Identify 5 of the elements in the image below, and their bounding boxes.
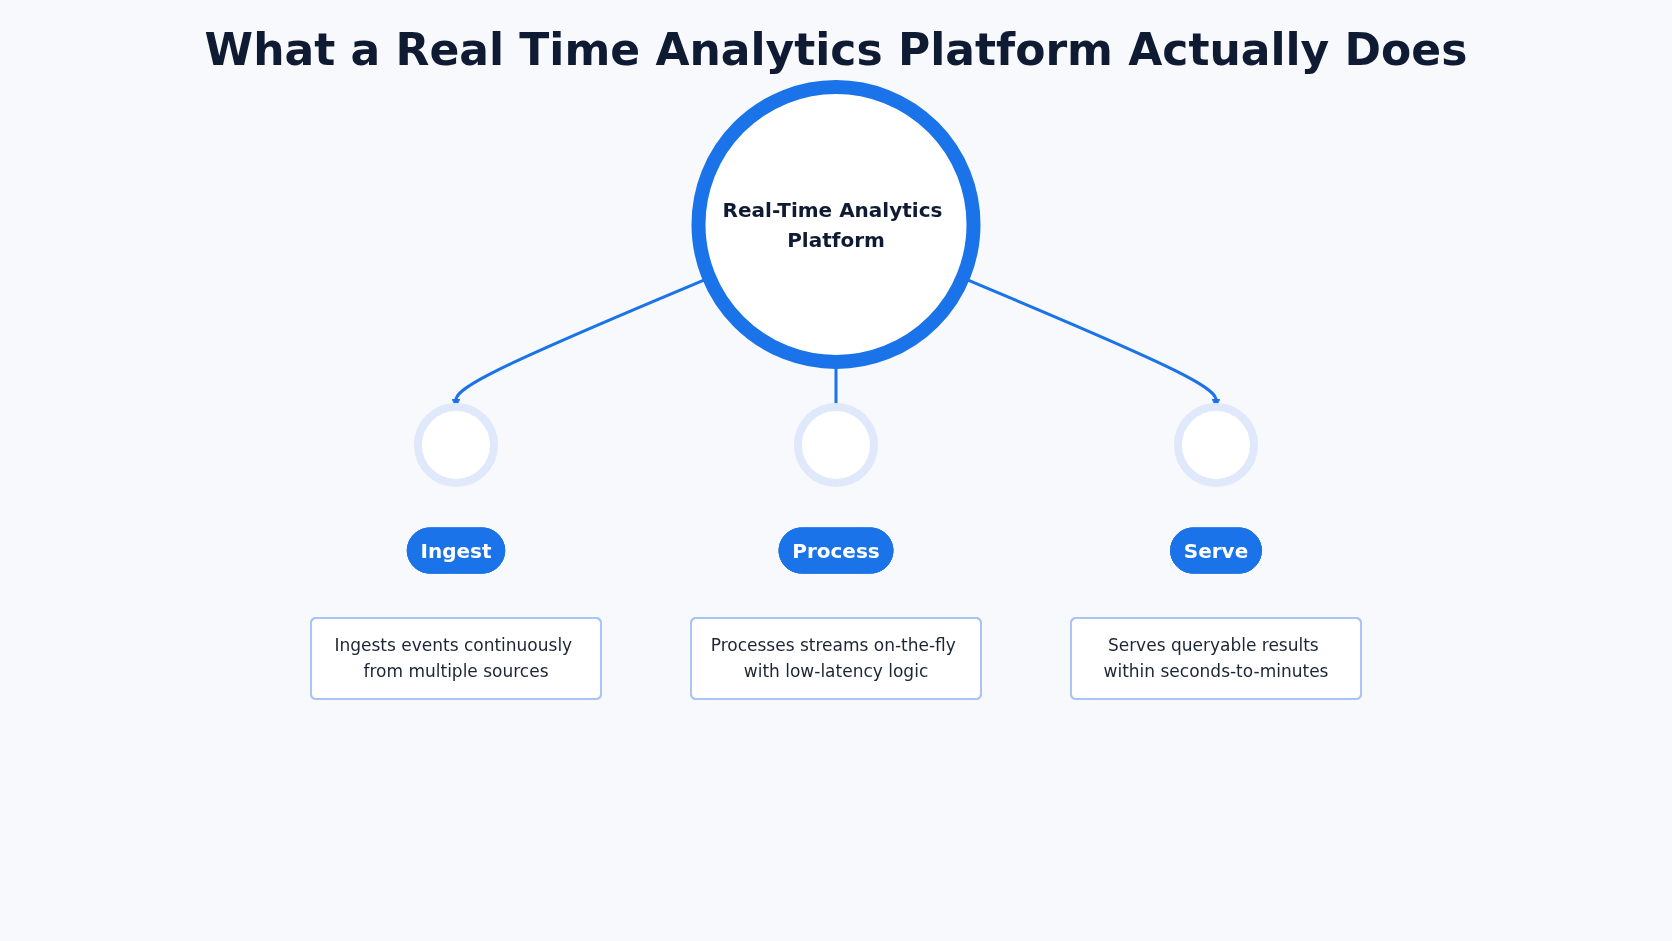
node-circle [414,403,498,488]
node-circle [794,403,878,488]
node-circle: Real-Time Analytics Platform [691,80,981,369]
node-circle [1174,403,1258,488]
title: What a Real Time Analytics Platform Actually Does [203,24,1469,75]
